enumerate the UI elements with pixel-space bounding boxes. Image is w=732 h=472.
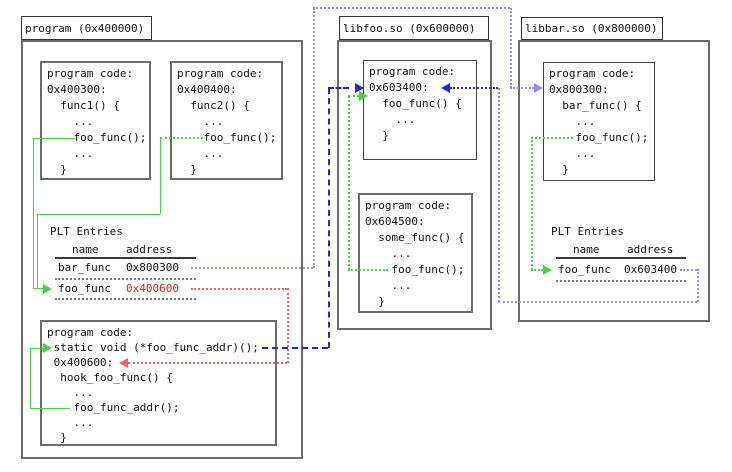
func2-code-box: program code: 0x400400: func2() { ... fo…: [170, 61, 283, 180]
static-pointer-arrow-arrowhead-icon: [43, 343, 52, 353]
libbar-plt-row-foo-func-name: foo_func: [558, 263, 611, 276]
libbar-plt-col-name: name: [573, 243, 600, 256]
libbar-0x800300-arrow-arrowhead-icon: [534, 83, 543, 93]
connector-r-arrow-h: [128, 362, 287, 364]
connector-g-hook-v: [30, 348, 31, 408]
connector-p-v-right: [510, 8, 512, 88]
libfoo-foo-func-green-arrow-arrowhead-icon: [359, 91, 368, 101]
libfoo-group-label: libfoo.so (0x600000): [339, 16, 489, 40]
connector-g-func2-v1: [160, 138, 161, 214]
libbar-plt-row-foo-func-address: 0x603400: [624, 263, 677, 276]
connector-b-arrow-h: [450, 87, 498, 89]
program-group-label: program (0x400000): [21, 16, 152, 40]
connector-c-stmt-h: [262, 347, 328, 349]
libbar-plt-row-separator: [556, 280, 686, 282]
connector-gd-libfoo-top-h: [348, 95, 359, 97]
func1-code-box: program code: 0x400300: func1() { ... fo…: [40, 61, 151, 180]
program-plt-header-rule: [55, 257, 196, 259]
connector-b-bottom-h: [498, 301, 697, 303]
libfoo-some-func-code-box: program code: 0x604500: some_func() { ..…: [358, 193, 473, 313]
program-plt-row-bar-func-address: 0x800300: [126, 261, 179, 274]
program-plt-row-separator: [55, 278, 196, 280]
connector-p-arrow-h: [510, 87, 534, 89]
program-plt-col-name: name: [72, 243, 99, 256]
libbar-plt-col-address: address: [627, 243, 674, 256]
connector-g-func2-v2: [37, 214, 38, 288]
connector-gd-libfoo-v: [348, 96, 350, 270]
libbar-plt-header-rule: [556, 257, 686, 259]
connector-g-plt-arrow-shaft: [33, 288, 45, 289]
libbar-bar-func-code-box: program code: 0x800300: bar_func() { ...…: [543, 62, 655, 181]
connector-g-func1-call-h: [33, 138, 75, 139]
connector-b-v-long: [498, 88, 500, 302]
program-plt-row-separator: [55, 298, 196, 300]
connector-r-row-h: [191, 288, 287, 290]
connector-p-row-h: [191, 267, 313, 269]
hook-0x400600-arrow-arrowhead-icon: [119, 358, 128, 368]
connector-gd-libbar-v: [531, 137, 533, 270]
connector-p-v-left: [313, 8, 315, 268]
connector-gd-libbar-bot-h: [531, 269, 543, 271]
connector-gd-libfoo-call-h: [348, 269, 388, 271]
connector-g-hook-call-h: [30, 408, 70, 409]
connector-p-top-h: [313, 7, 510, 9]
program-plt-col-address: address: [126, 243, 173, 256]
libfoo-0x603400-left-arrow-arrowhead-icon: [355, 83, 364, 93]
connector-g-func1-v: [33, 138, 34, 289]
plt-foo-func-arrow-arrowhead-icon: [43, 284, 52, 294]
libfoo-0x603400-right-arrow-arrowhead-icon: [441, 83, 450, 93]
connector-b-v-short: [697, 269, 699, 302]
connector-gd-libbar-call-h: [531, 137, 573, 139]
connector-g-hook-arrow-shaft: [30, 348, 44, 349]
program-plt-row-foo-func-name: foo_func: [58, 282, 111, 295]
connector-c-arrow-h: [328, 87, 349, 89]
connector-g-func2-h: [37, 214, 160, 215]
libbar-plt-title: PLT Entries: [551, 225, 624, 238]
libfoo-foo-func-code-box: program code: 0x603400: foo_func() { ...…: [363, 60, 477, 160]
connector-g-func2-call-h: [160, 137, 203, 139]
libbar-group-label: libbar.so (0x800000): [521, 17, 663, 40]
libbar-plt-foo-func-arrow-arrowhead-icon: [543, 265, 552, 275]
program-plt-title: PLT Entries: [50, 225, 123, 238]
connector-b-row-h: [680, 269, 697, 271]
program-plt-row-bar-func-name: bar_func: [58, 261, 111, 274]
connector-r-v: [287, 288, 289, 363]
connector-c-v: [328, 88, 330, 348]
program-plt-row-foo-func-address: 0x400600: [126, 282, 179, 295]
hook-code-box: program code: static void (*foo_func_add…: [40, 320, 277, 446]
